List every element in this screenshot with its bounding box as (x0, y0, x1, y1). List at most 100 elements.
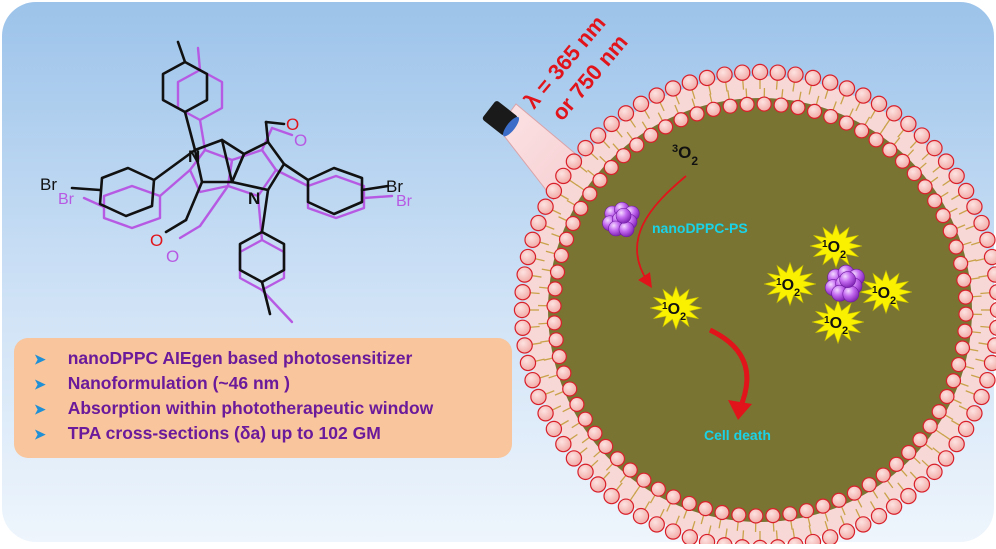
bullet-arrow-icon: ➤ (34, 426, 46, 442)
lipid-head-outer (717, 67, 732, 82)
lipid-head-outer (531, 389, 546, 404)
lipid-head-outer (633, 509, 648, 524)
lipid-head-outer (578, 141, 593, 156)
lipid-head-outer (959, 183, 974, 198)
lipid-head-inner (593, 173, 607, 187)
lipid-head-inner (604, 160, 618, 174)
lipid-head-inner (610, 452, 624, 466)
lipid-head-outer (682, 530, 697, 544)
lipid-head-outer (839, 81, 854, 96)
lipid-head-outer (591, 477, 606, 492)
lipid-head-outer (788, 67, 803, 82)
lipid-head-inner (749, 509, 763, 523)
lipid-head-inner (774, 98, 788, 112)
bullet-arrow-icon: ➤ (34, 376, 46, 392)
lipid-head-inner (932, 405, 946, 419)
lipid-head-outer (525, 373, 540, 388)
lipid-head-inner (583, 187, 597, 201)
lipid-head-inner (936, 209, 950, 223)
lipid-head-inner (952, 358, 966, 372)
lipid-head-inner (954, 256, 968, 270)
lipid-head-outer (959, 421, 974, 436)
lipid-head-outer (805, 70, 820, 85)
bullet-arrow-icon: ➤ (34, 401, 46, 417)
lipid-head-outer (538, 199, 553, 214)
lipid-head-inner (832, 493, 846, 507)
lipid-head-inner (566, 216, 580, 230)
feature-item-3: ➤Absorption within phototherapeutic wind… (34, 398, 433, 419)
lipid-head-inner (907, 167, 921, 181)
lipid-head-outer (515, 320, 530, 335)
lipid-head-outer (546, 183, 561, 198)
lipid-head-inner (554, 248, 568, 262)
lipid-head-outer (805, 534, 820, 544)
bullet-arrow-icon: ➤ (34, 351, 46, 367)
lipid-head-inner (623, 463, 637, 477)
lipid-head-inner (918, 180, 932, 194)
lipid-head-inner (896, 154, 910, 168)
nanoparticle-sphere (619, 222, 634, 237)
lipid-head-inner (957, 273, 971, 287)
nitrogen-label-1: N (188, 147, 200, 166)
feature-text-4: TPA cross-sections (δa) up to 102 GM (68, 423, 381, 443)
lipid-head-outer (556, 436, 571, 451)
lipid-head-outer (649, 88, 664, 103)
oxygen-label-4: O (166, 247, 179, 266)
lipid-head-inner (889, 457, 903, 471)
lipid-head-outer (856, 517, 871, 532)
lipid-head-inner (902, 446, 916, 460)
lipid-head-inner (674, 113, 688, 127)
lipid-head-outer (967, 199, 982, 214)
lipid-head-outer (604, 116, 619, 131)
lipid-head-inner (630, 138, 644, 152)
lipid-head-outer (901, 116, 916, 131)
lipid-head-outer (520, 355, 535, 370)
lipid-head-outer (914, 477, 929, 492)
singlet-base: O (782, 277, 794, 294)
lipid-head-outer (514, 302, 529, 317)
lipid-head-outer (538, 406, 553, 421)
lipid-head-outer (980, 373, 995, 388)
lipid-head-outer (974, 389, 989, 404)
lipid-head-inner (690, 107, 704, 121)
lipid-head-outer (856, 88, 871, 103)
nitrogen-label-2: N (248, 189, 260, 208)
lipid-head-outer (618, 499, 633, 514)
lipid-head-inner (560, 232, 574, 246)
lipid-head-inner (549, 333, 563, 347)
lipid-head-outer (886, 499, 901, 514)
nanoparticle-sphere (616, 208, 631, 223)
triplet-sub: 2 (691, 154, 698, 168)
triplet-base: O (678, 143, 691, 162)
lipid-head-inner (959, 307, 973, 321)
feature-text-1: nanoDPPC AIEgen based photosensitizer (68, 348, 413, 368)
features-box: ➤ nanoDPPC AIEgen based photosensitizer ➤… (14, 338, 512, 458)
nanoparticle-sphere (843, 286, 859, 302)
lipid-head-inner (862, 478, 876, 492)
lipid-head-outer (980, 232, 995, 247)
lipid-head-inner (766, 509, 780, 523)
lipid-head-inner (547, 299, 561, 313)
lipid-head-outer (531, 215, 546, 230)
lipid-head-inner (666, 490, 680, 504)
singlet-base: O (668, 301, 680, 318)
lipid-head-inner (651, 482, 665, 496)
lipid-head-outer (633, 96, 648, 111)
lipid-head-inner (578, 412, 592, 426)
lipid-head-outer (735, 65, 750, 80)
lipid-head-outer (823, 530, 838, 544)
lipid-head-inner (740, 97, 754, 111)
lipid-head-outer (591, 128, 606, 143)
lipid-head-inner (574, 201, 588, 215)
lipid-head-outer (914, 128, 929, 143)
lipid-head-inner (617, 149, 631, 163)
lipid-head-inner (570, 397, 584, 411)
lipid-head-outer (682, 75, 697, 90)
lipid-head-outer (984, 249, 996, 264)
lipid-head-outer (665, 81, 680, 96)
lipid-head-outer (566, 451, 581, 466)
lipid-head-inner (869, 133, 883, 147)
feature-text-2: Nanoformulation (~46 nm ) (68, 373, 290, 393)
lipid-head-inner (757, 97, 771, 111)
